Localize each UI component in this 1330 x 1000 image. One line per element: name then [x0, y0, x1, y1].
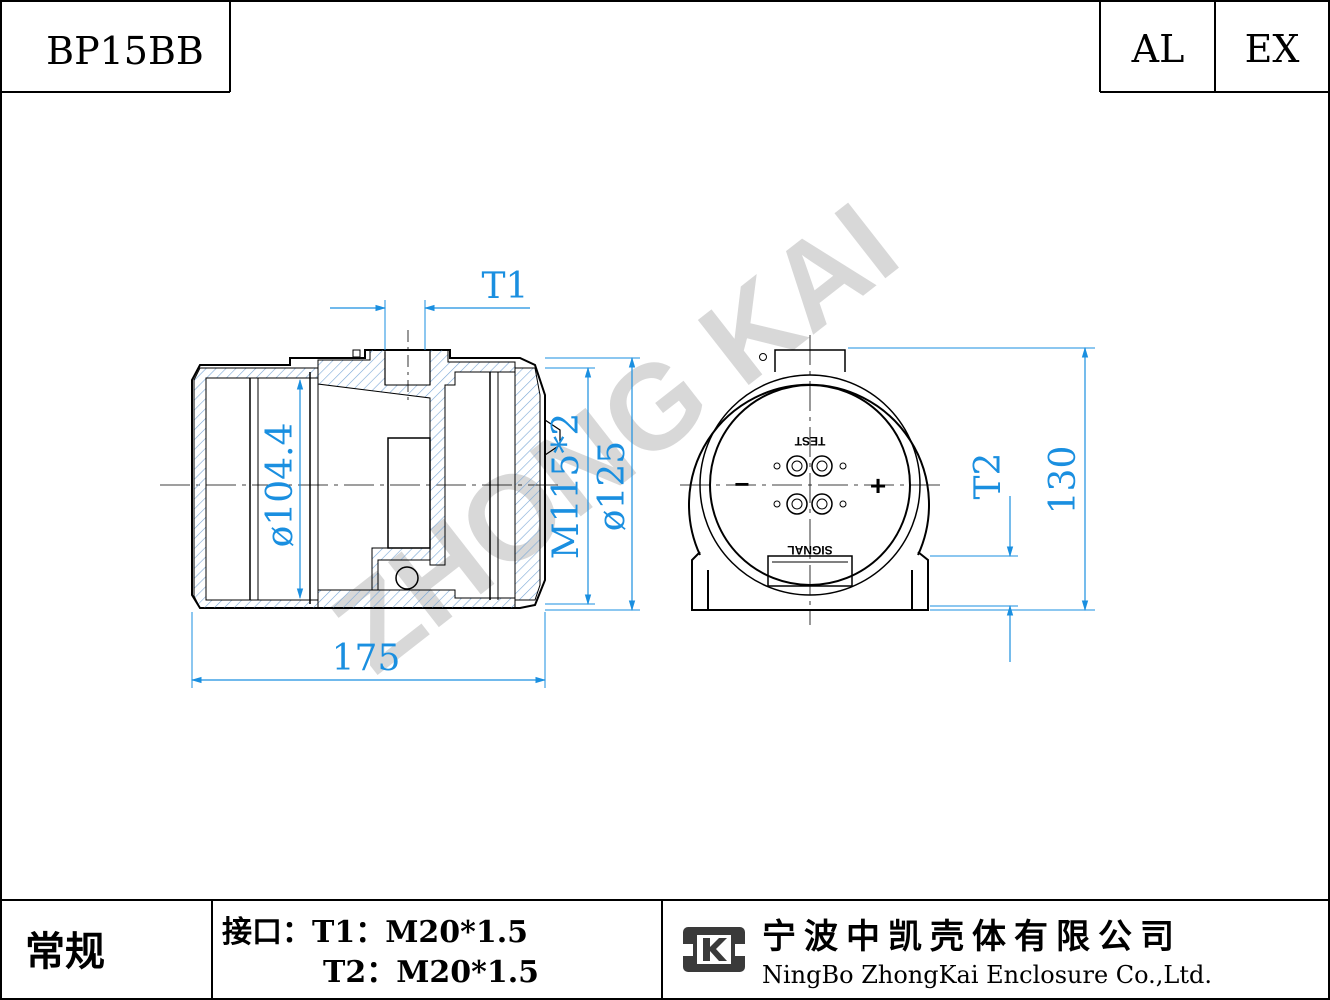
category-label: 常规 [25, 929, 105, 975]
plus-sign: + [870, 470, 886, 501]
signal-label: SIGNAL [787, 543, 832, 557]
t1-dimension-label: T1 [482, 266, 529, 307]
ports-label: 接口：T1：M20*1.5 [222, 915, 528, 950]
company-name-cn: 宁波中凯壳体有限公司 [762, 917, 1182, 957]
minus-sign: − [734, 469, 749, 499]
header: BP15BB AL EX [1, 1, 1329, 93]
port-t2-spec: T2：M20*1.5 [323, 955, 539, 990]
test-label: TEST [794, 434, 825, 448]
material-code: AL [1131, 27, 1185, 71]
side-view: T1 ø104.4 M115*2 ø125 175 [160, 266, 640, 688]
length-label: 175 [332, 638, 401, 679]
rating-code: EX [1245, 27, 1300, 71]
model-code: BP15BB [46, 29, 204, 73]
outer-diameter-label: ø125 [592, 441, 633, 531]
thread-label: M115*2 [546, 413, 587, 559]
company-name-en: NingBo ZhongKai Enclosure Co.,Ltd. [762, 961, 1212, 989]
inner-diameter-label: ø104.4 [260, 423, 301, 548]
t2-dimension-label: T2 [968, 453, 1009, 500]
front-view: TEST SIGNAL − + T2 130 [680, 335, 1095, 662]
footer: 常规 接口：T1：M20*1.5 T2：M20*1.5 宁波中凯壳体有限公司 N… [1, 899, 1329, 999]
height-label: 130 [1043, 446, 1084, 515]
company-logo-icon [683, 927, 745, 972]
